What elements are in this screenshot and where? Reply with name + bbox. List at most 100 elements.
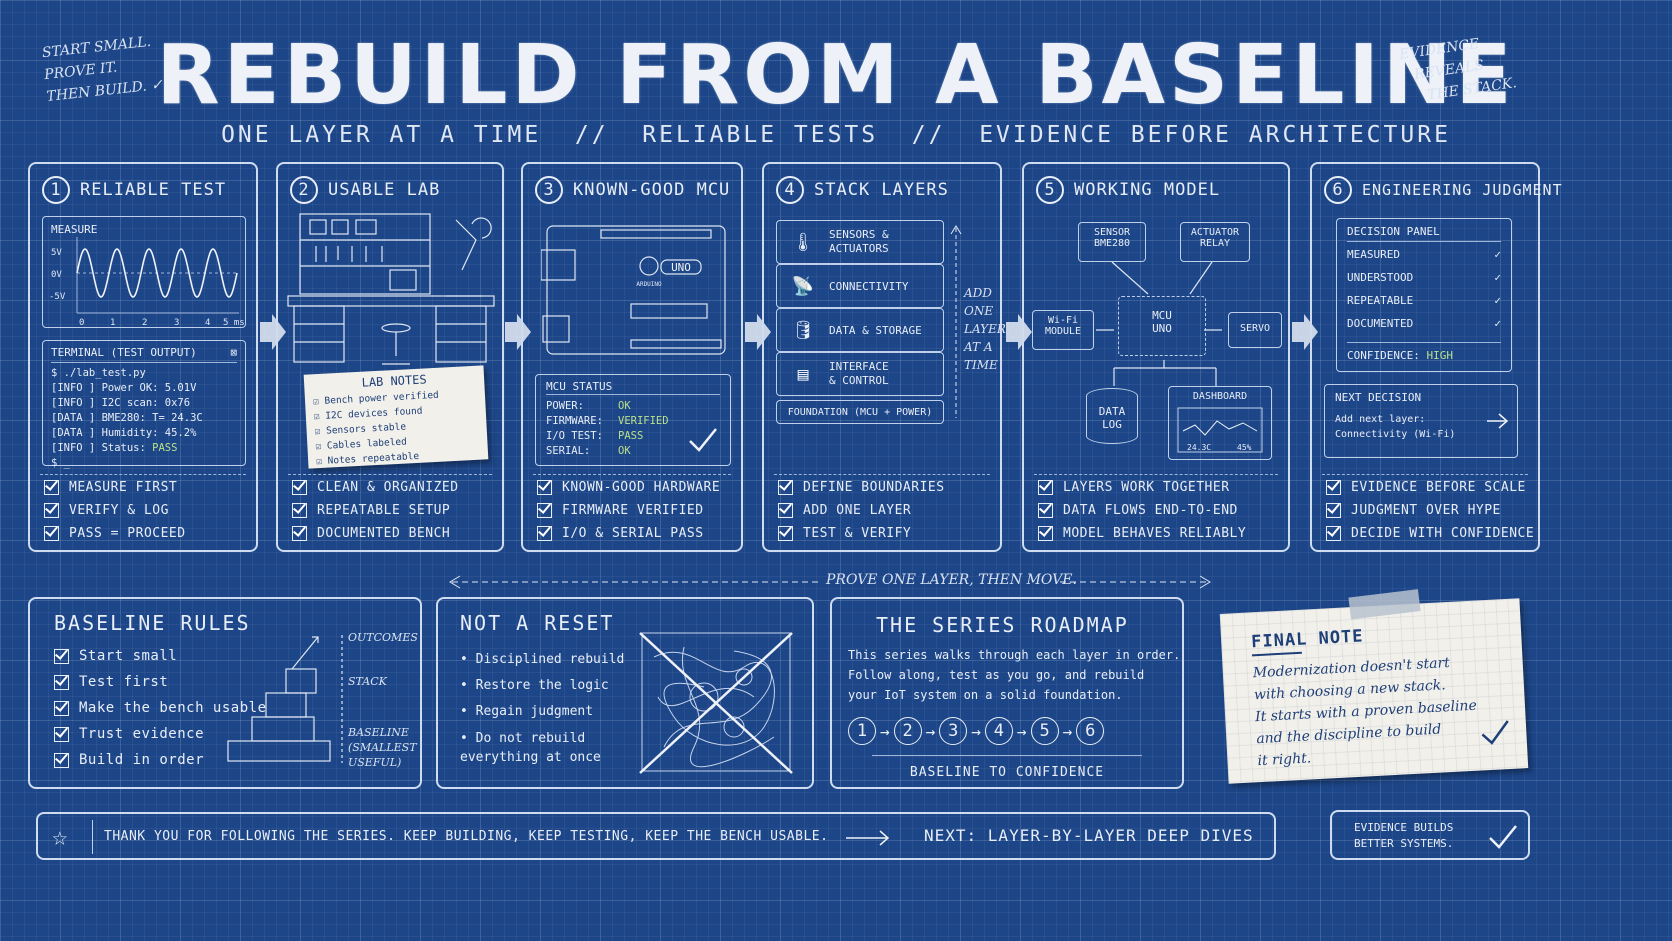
x-tick: 3 [174, 318, 179, 328]
page-subtitle: ONE LAYER AT A TIME // RELIABLE TESTS //… [221, 122, 1451, 148]
board-label: UNO [671, 261, 691, 274]
step-checklist: DEFINE BOUNDARIES ADD ONE LAYER TEST & V… [778, 476, 945, 545]
checkbox-icon [778, 503, 793, 518]
arrow-right-icon [505, 314, 531, 350]
checkbox-icon [778, 480, 793, 495]
reset-list: • Disciplined rebuild • Restore the logi… [460, 652, 625, 765]
checkbox-icon [54, 700, 69, 716]
x-tick: 0 [79, 318, 84, 328]
wifi-module-box: Wi-Fi MODULE [1032, 310, 1094, 350]
data-log-cylinder: DATA LOG [1086, 388, 1138, 444]
rules-list: Start small Test first Make the bench us… [54, 643, 267, 773]
checkbox-icon [54, 674, 69, 690]
x-tick: 2 [142, 318, 147, 328]
stack-layer: 🌡 SENSORS & ACTUATORS [776, 220, 944, 264]
arrow-right-icon [1006, 314, 1032, 350]
x-tick: 5 ms [223, 318, 245, 328]
checkbox-icon [44, 526, 59, 541]
checkbox-icon [292, 480, 307, 495]
x-tick: 4 [205, 318, 210, 328]
measure-scope: MEASURE 5V 0V -5V 0 1 2 3 4 5 ms [42, 216, 246, 328]
mcu-box: MCU UNO [1118, 296, 1206, 356]
arrow-right-icon [1292, 314, 1318, 350]
checkmark-icon: ✓ [1494, 317, 1501, 330]
checkbox-icon [292, 526, 307, 541]
y-tick: -5V [49, 292, 66, 302]
status-pass: PASS [152, 442, 178, 454]
checkbox-icon [1038, 526, 1053, 541]
checkbox-icon [54, 726, 69, 742]
sensor-box: SENSOR BME280 [1078, 222, 1146, 262]
checkbox-icon [537, 480, 552, 495]
footer-bar: ☆ THANK YOU FOR FOLLOWING THE SERIES. KE… [36, 812, 1276, 860]
workbench-illustration [287, 213, 495, 365]
step-checklist: LAYERS WORK TOGETHER DATA FLOWS END-TO-E… [1038, 476, 1246, 545]
stack-layer: 🛢 DATA & STORAGE [776, 308, 944, 352]
checkmark-icon: ✓ [1494, 248, 1501, 261]
checkbox-icon [1326, 526, 1341, 541]
checkmark-icon [1489, 825, 1517, 849]
checkbox-icon [54, 648, 69, 664]
arrow-right-icon [260, 314, 286, 350]
prove-note: PROVE ONE LAYER, THEN MOVE. [826, 572, 1077, 588]
checkbox-icon [778, 526, 793, 541]
roadmap-step: 1 [848, 717, 876, 745]
roadmap-step: 5 [1030, 717, 1059, 745]
database-icon: 🛢 [791, 319, 815, 341]
step-checklist: MEASURE FIRST VERIFY & LOG PASS = PROCEE… [44, 476, 186, 545]
panel-baseline-rules: BASELINE RULES Start small Test first Ma… [28, 597, 422, 789]
actuator-box: ACTUATOR RELAY [1180, 222, 1250, 262]
next-link[interactable]: NEXT: LAYER-BY-LAYER DEEP DIVES [924, 826, 1254, 845]
lab-notes-list: ☑ Bench power verified ☑ I2C devices fou… [312, 389, 440, 468]
checkbox-icon [537, 526, 552, 541]
checkbox-icon [1326, 480, 1341, 495]
dashboard-box: DASHBOARD 24.3C 45% [1168, 386, 1272, 460]
stack-layer: 📡 CONNECTIVITY [776, 264, 944, 308]
foundation-layer: FOUNDATION (MCU + POWER) [776, 400, 944, 424]
checkbox-icon [44, 480, 59, 495]
checkbox-icon [292, 503, 307, 518]
next-decision-box: NEXT DECISION Add next layer: Connectivi… [1324, 384, 1518, 458]
up-arrow-icon [950, 225, 962, 418]
servo-box: SERVO [1228, 312, 1282, 348]
step-checklist: CLEAN & ORGANIZED REPEATABLE SETUP DOCUM… [292, 476, 459, 545]
y-tick: 5V [51, 248, 62, 258]
arrow-right-icon [1487, 413, 1509, 429]
checkmark-icon: ✓ [1494, 294, 1501, 307]
roadmap-steps: 1→ 2→ 3→ 4→ 5→ 6 [848, 717, 1105, 745]
arrow-right-icon [745, 314, 771, 350]
checkbox-icon [1326, 503, 1341, 518]
close-icon[interactable]: ⊠ [230, 346, 237, 359]
checkbox-icon [537, 503, 552, 518]
checkbox-icon [1038, 480, 1053, 495]
checkbox-icon [44, 503, 59, 518]
roadmap-step: 4 [984, 717, 1013, 745]
confidence-value: HIGH [1426, 349, 1453, 362]
roadmap-step: 3 [939, 717, 968, 745]
stack-layer: ▤ INTERFACE & CONTROL [776, 352, 944, 396]
panel-not-a-reset: NOT A RESET • Disciplined rebuild • Rest… [436, 597, 814, 789]
evidence-badge: EVIDENCE BUILDS BETTER SYSTEMS. [1330, 810, 1530, 860]
terminal-window: TERMINAL (TEST OUTPUT) ⊠ $ ./lab_test.py… [42, 340, 246, 469]
panel-series-roadmap: THE SERIES ROADMAP This series walks thr… [830, 597, 1184, 789]
star-icon: ☆ [52, 822, 68, 852]
checkbox-icon [1038, 503, 1053, 518]
step-checklist: KNOWN-GOOD HARDWARE FIRMWARE VERIFIED I/… [537, 476, 720, 545]
checkmark-icon [1481, 720, 1509, 745]
stack-pyramid-illustration [227, 635, 343, 763]
antenna-icon: 📡 [791, 275, 815, 297]
model-connectors [1096, 261, 1222, 386]
waveform-chart: 5V 0V -5V 0 1 2 3 4 5 ms [49, 237, 245, 328]
stack-diagram: 🌡 SENSORS & ACTUATORS 📡 CONNECTIVITY 🛢 D… [776, 220, 944, 424]
y-tick: 0V [51, 270, 62, 280]
brand-label: ARDUINO [636, 281, 662, 288]
checkmark-icon: ✓ [1494, 271, 1501, 284]
thermometer-icon: 🌡 [791, 231, 815, 253]
